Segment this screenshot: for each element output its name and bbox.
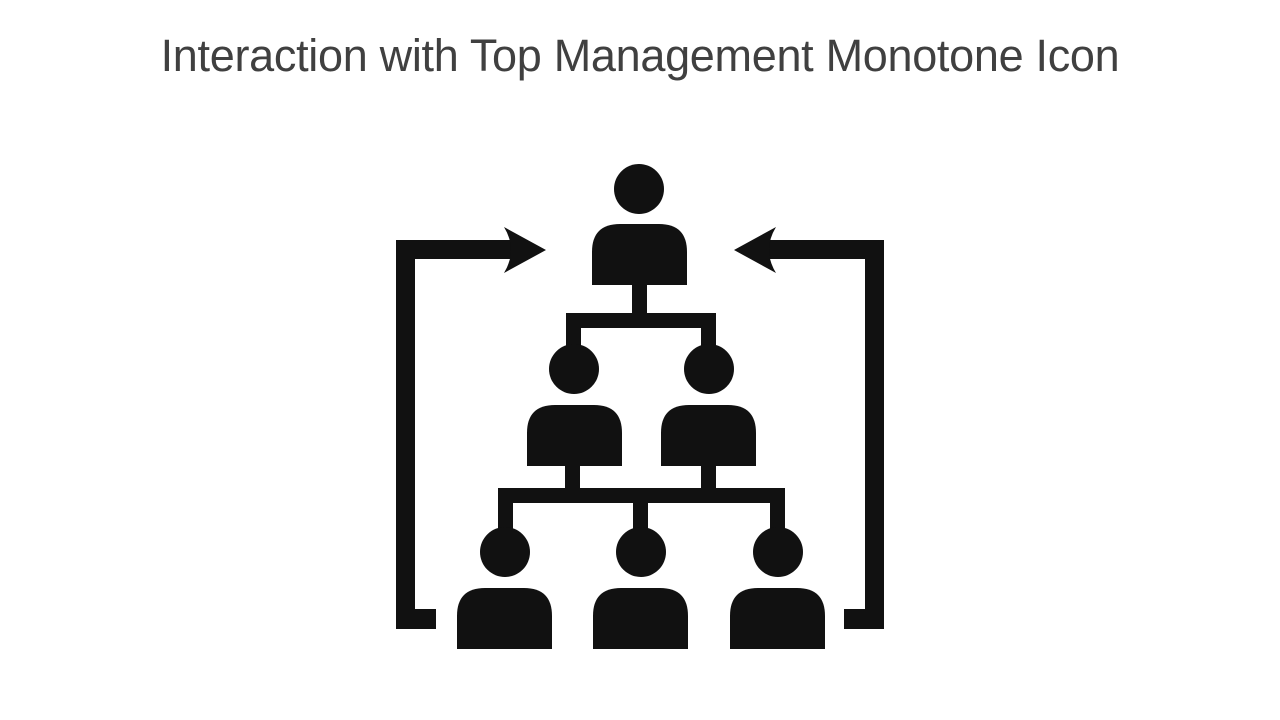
top-manager-person-icon bbox=[592, 164, 687, 285]
employee-person-icon bbox=[730, 527, 825, 649]
left-feedback-arrow-icon bbox=[396, 227, 546, 629]
employee-person-icon bbox=[457, 527, 552, 649]
employee-person-icon bbox=[593, 527, 688, 649]
middle-manager-person-icon bbox=[527, 344, 622, 466]
right-feedback-arrow-icon bbox=[734, 227, 884, 629]
middle-manager-person-icon bbox=[661, 344, 756, 466]
slide-title: Interaction with Top Management Monotone… bbox=[160, 30, 1120, 81]
